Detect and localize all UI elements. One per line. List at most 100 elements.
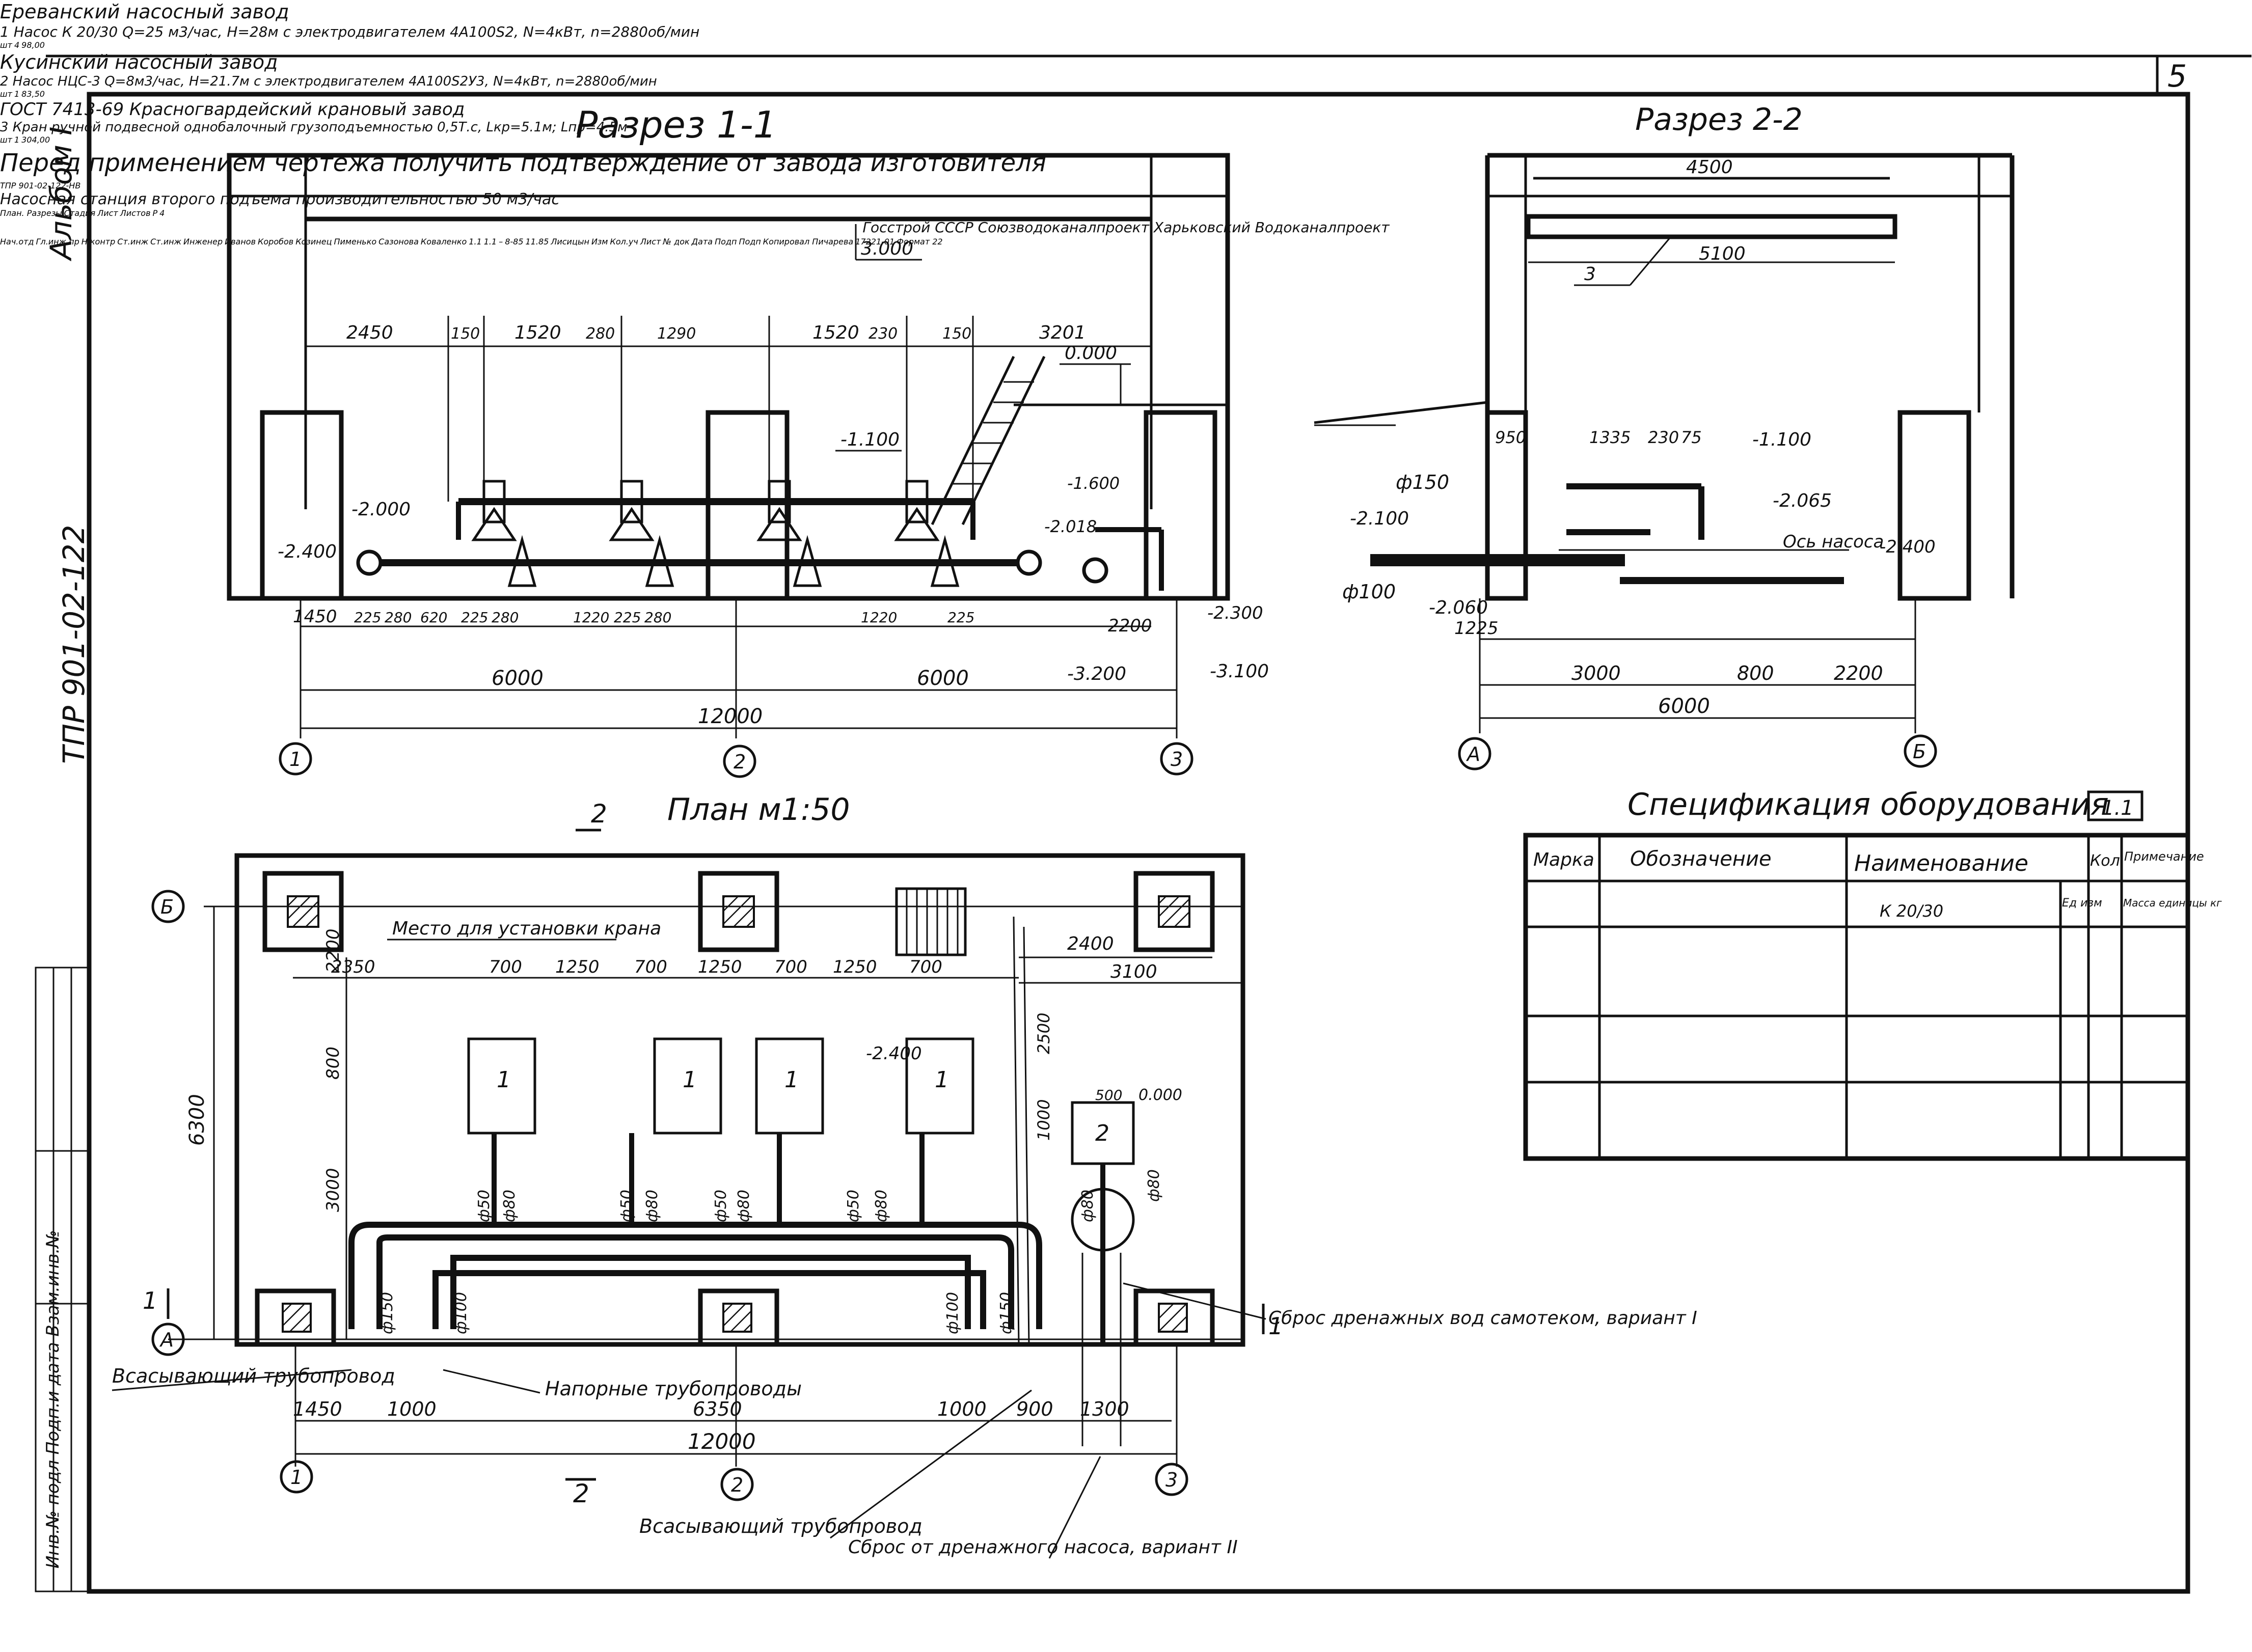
plan-dia-7: ф80 bbox=[735, 1190, 753, 1222]
svg-text:Б: Б bbox=[160, 896, 174, 918]
sec11-span-total: 12000 bbox=[698, 705, 763, 728]
side-code: ТПР 901-02-122 bbox=[57, 525, 91, 764]
sec11-dim-bottom-8: 280 bbox=[644, 609, 671, 626]
plan-dim-bottom-5: 1300 bbox=[1080, 1398, 1129, 1420]
spec-row-2: Кусинский насосный завод 2 Насос НЦС-3 Q… bbox=[0, 50, 2252, 99]
sec11-dim-top-8: 3201 bbox=[1039, 322, 1086, 343]
title-name-1: Коробов bbox=[258, 237, 294, 246]
rev-header-0: Изм bbox=[591, 237, 608, 246]
sec11-dim-bottom-11: 2200 bbox=[1108, 616, 1152, 636]
svg-text:3: 3 bbox=[1171, 748, 1183, 770]
plan-dim-bottom-1: 1000 bbox=[387, 1398, 437, 1420]
sec11-dim-bottom-10: 225 bbox=[947, 609, 974, 626]
title-sheet-title: План. Разрезы bbox=[0, 208, 62, 218]
spec-row-1-designation: Ереванский насосный завод bbox=[0, 1, 289, 23]
plan-dim-bottom-0: 1450 bbox=[293, 1398, 342, 1420]
sec22-dim-top-1: 1335 bbox=[1589, 428, 1631, 447]
sec11-dim-top-2: 1520 bbox=[514, 322, 561, 343]
sec22-axis-label: Ось насоса bbox=[1783, 532, 1884, 552]
sec11-level-pipe: -1.100 bbox=[840, 429, 900, 450]
title-stage: Р bbox=[152, 208, 158, 218]
sec22-dim-bottom-3: 2200 bbox=[1834, 662, 1883, 684]
spec-row-2-designation: Кусинский насосный завод bbox=[0, 51, 278, 73]
plan-axis-3: 3 bbox=[1155, 1463, 1188, 1496]
sec22-crane-callout: 3 bbox=[1584, 264, 1596, 285]
plan-columns bbox=[255, 871, 1215, 1347]
spec-header-name: Наименование bbox=[1854, 850, 2028, 876]
rev-row-0: 1.1 bbox=[469, 237, 482, 246]
svg-text:Б: Б bbox=[1913, 740, 1926, 763]
plan-dia-4: ф50 bbox=[618, 1190, 636, 1222]
plan-axis-1: 1 bbox=[280, 1460, 313, 1494]
rev-header-2: Лист bbox=[640, 237, 661, 246]
title-code: ТПР 901-02-122-НВ bbox=[0, 181, 81, 190]
sec11-level-right-b: -3.200 bbox=[1067, 664, 1126, 684]
spec-row-2-qty: 1 bbox=[14, 89, 20, 99]
plan-dia-0: ф150 bbox=[378, 1292, 396, 1334]
plan-dia-13: ф80 bbox=[1145, 1169, 1163, 1202]
svg-text:1: 1 bbox=[290, 1466, 303, 1489]
plan-dim-top-6: 1250 bbox=[833, 957, 877, 977]
sec11-level-drain: -2.018 bbox=[1044, 517, 1097, 536]
album-side-label: Альбом I bbox=[44, 127, 78, 262]
plan-dim-3000: 3000 bbox=[323, 1168, 343, 1212]
sec11-dim-top-1: 150 bbox=[451, 325, 480, 343]
title-sheet: 4 bbox=[159, 208, 165, 218]
title-role-1: Гл.инж.пр bbox=[36, 237, 79, 246]
svg-text:А: А bbox=[1466, 743, 1480, 765]
spec-header-note: Примечание bbox=[2124, 849, 2204, 864]
sec11-dim-bottom-0: 1450 bbox=[293, 607, 337, 627]
title-role-4: Ст.инж bbox=[150, 237, 181, 246]
spec-row-1-mass: 98,00 bbox=[21, 40, 45, 50]
svg-text:1: 1 bbox=[935, 1067, 949, 1093]
plan-dim-bottom-4: 900 bbox=[1016, 1398, 1053, 1420]
sec22-dia-100: ф100 bbox=[1342, 581, 1396, 603]
plan-dim-top-1: 700 bbox=[489, 957, 522, 977]
title-role-3: Ст.инж bbox=[117, 237, 149, 246]
spec-row-3: ГОСТ 7413-69 Красногвардейский крановый … bbox=[0, 99, 2252, 145]
plan-dia-11: ф150 bbox=[997, 1292, 1015, 1334]
plan-dia-12: ф80 bbox=[1079, 1190, 1097, 1222]
rev-header-1: Кол.уч bbox=[610, 237, 638, 246]
spec-title: Спецификация оборудования bbox=[1627, 787, 2109, 822]
title-sheet-label: Лист bbox=[97, 208, 118, 218]
plan-dia-3: ф80 bbox=[501, 1190, 519, 1222]
svg-text:1: 1 bbox=[683, 1067, 697, 1093]
plan-axis-a: А bbox=[151, 1323, 185, 1356]
footer-format: Формат 22 bbox=[897, 237, 943, 246]
sec22-axis-b: Б bbox=[1904, 734, 1937, 768]
sec11-level-top: 3.000 bbox=[861, 238, 913, 259]
section-1-1: Разрез 1-1 bbox=[227, 103, 1269, 778]
sec11-level-ground: 0.000 bbox=[1065, 343, 1117, 364]
ladder bbox=[931, 355, 1046, 526]
plan-dia-6: ф50 bbox=[712, 1190, 730, 1222]
spec-table: Спецификация оборудования 1.1 Марка Обоз… bbox=[1523, 787, 2222, 1161]
spec-row-1: Ереванский насосный завод 1 Насос К 20/3… bbox=[0, 0, 2252, 50]
plan-pipes bbox=[348, 1133, 1122, 1446]
plan-dia-10: ф100 bbox=[944, 1292, 962, 1334]
sec11-dim-top-4: 1290 bbox=[657, 325, 696, 343]
rev-header-6: Подп bbox=[739, 237, 761, 246]
rev-header-4: Дата bbox=[691, 237, 713, 246]
plan-section-mark-right: 1 bbox=[1268, 1312, 1283, 1340]
pump-stack-3 bbox=[756, 480, 822, 587]
plan-label-drain-pump: Сброс от дренажного насоса, вариант II bbox=[848, 1537, 1238, 1558]
rev-row-3: 8-85 bbox=[505, 237, 524, 246]
sec11-dim-bottom-4: 225 bbox=[461, 609, 488, 626]
sec22-axis-a: А bbox=[1458, 737, 1491, 770]
sec22-crane-dim-top: 4500 bbox=[1686, 157, 1733, 178]
svg-text:1: 1 bbox=[289, 748, 302, 770]
title-name-0: Иванов bbox=[225, 237, 256, 246]
plan-dim-bottom-3: 1000 bbox=[937, 1398, 987, 1420]
sec11-dim-top-6: 230 bbox=[869, 325, 898, 343]
sec11-span-left: 6000 bbox=[492, 667, 544, 690]
sec11-axis-3: 3 bbox=[1160, 742, 1193, 776]
title-org: Госстрой СССР Союзводоканалпроект Харько… bbox=[862, 219, 1390, 236]
plan-span-total: 12000 bbox=[688, 1429, 756, 1454]
sec11-dim-bottom-1: 225 bbox=[354, 609, 381, 626]
plan-dim-top-7: 700 bbox=[909, 957, 942, 977]
plan-dia-8: ф50 bbox=[845, 1190, 862, 1222]
sec11-span-right: 6000 bbox=[917, 667, 969, 690]
sec11-dim-bottom-7: 225 bbox=[614, 609, 641, 626]
